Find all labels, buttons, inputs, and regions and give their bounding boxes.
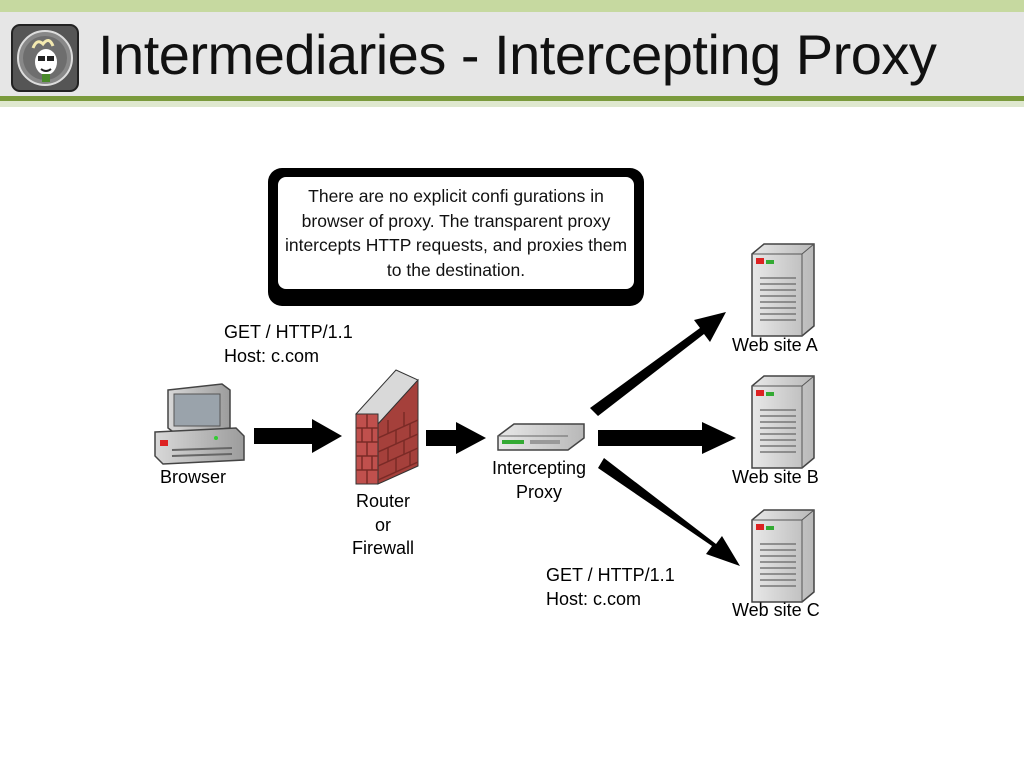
arrow-proxy-to-site-a <box>590 312 726 416</box>
site-c-label: Web site C <box>732 600 820 620</box>
firewall-brick-icon <box>355 369 419 485</box>
request-bottom-line1: GET / HTTP/1.1 <box>546 565 675 585</box>
site-a-label: Web site A <box>732 335 818 355</box>
browser-label: Browser <box>160 467 227 487</box>
proxy-device-icon <box>497 423 585 451</box>
arrow-proxy-to-site-c <box>598 458 740 566</box>
slide-header <box>0 12 1024 96</box>
arrow-proxy-to-site-b <box>598 422 736 454</box>
request-top-line1: GET / HTTP/1.1 <box>224 322 353 342</box>
proxy-label-line2: Proxy <box>515 482 562 502</box>
browser-computer-icon <box>154 383 245 465</box>
arrow-firewall-to-proxy <box>426 422 486 454</box>
proxy-label-line1: Intercepting <box>491 458 587 478</box>
callout-text: There are no explicit confi gurations in… <box>278 177 634 289</box>
firewall-label-line2: or <box>374 515 391 535</box>
arrow-browser-to-firewall <box>254 419 342 453</box>
request-top-line2: Host: c.com <box>224 346 320 366</box>
firewall-label-line1: Router <box>355 491 411 511</box>
site-b-label: Web site B <box>732 467 819 487</box>
request-bottom-line2: Host: c.com <box>546 589 642 609</box>
slide-title: Intermediaries - Intercepting Proxy <box>98 23 937 86</box>
server-a-icon <box>751 243 815 337</box>
mascot-logo-icon <box>11 24 79 92</box>
server-b-icon <box>751 375 815 469</box>
header-underline <box>0 96 1024 101</box>
firewall-label-line3: Firewall <box>351 538 414 558</box>
top-accent-bar <box>0 0 1024 12</box>
server-c-icon <box>751 509 815 603</box>
explanation-callout: There are no explicit confi gurations in… <box>268 168 644 306</box>
header-underline-light <box>0 101 1024 107</box>
